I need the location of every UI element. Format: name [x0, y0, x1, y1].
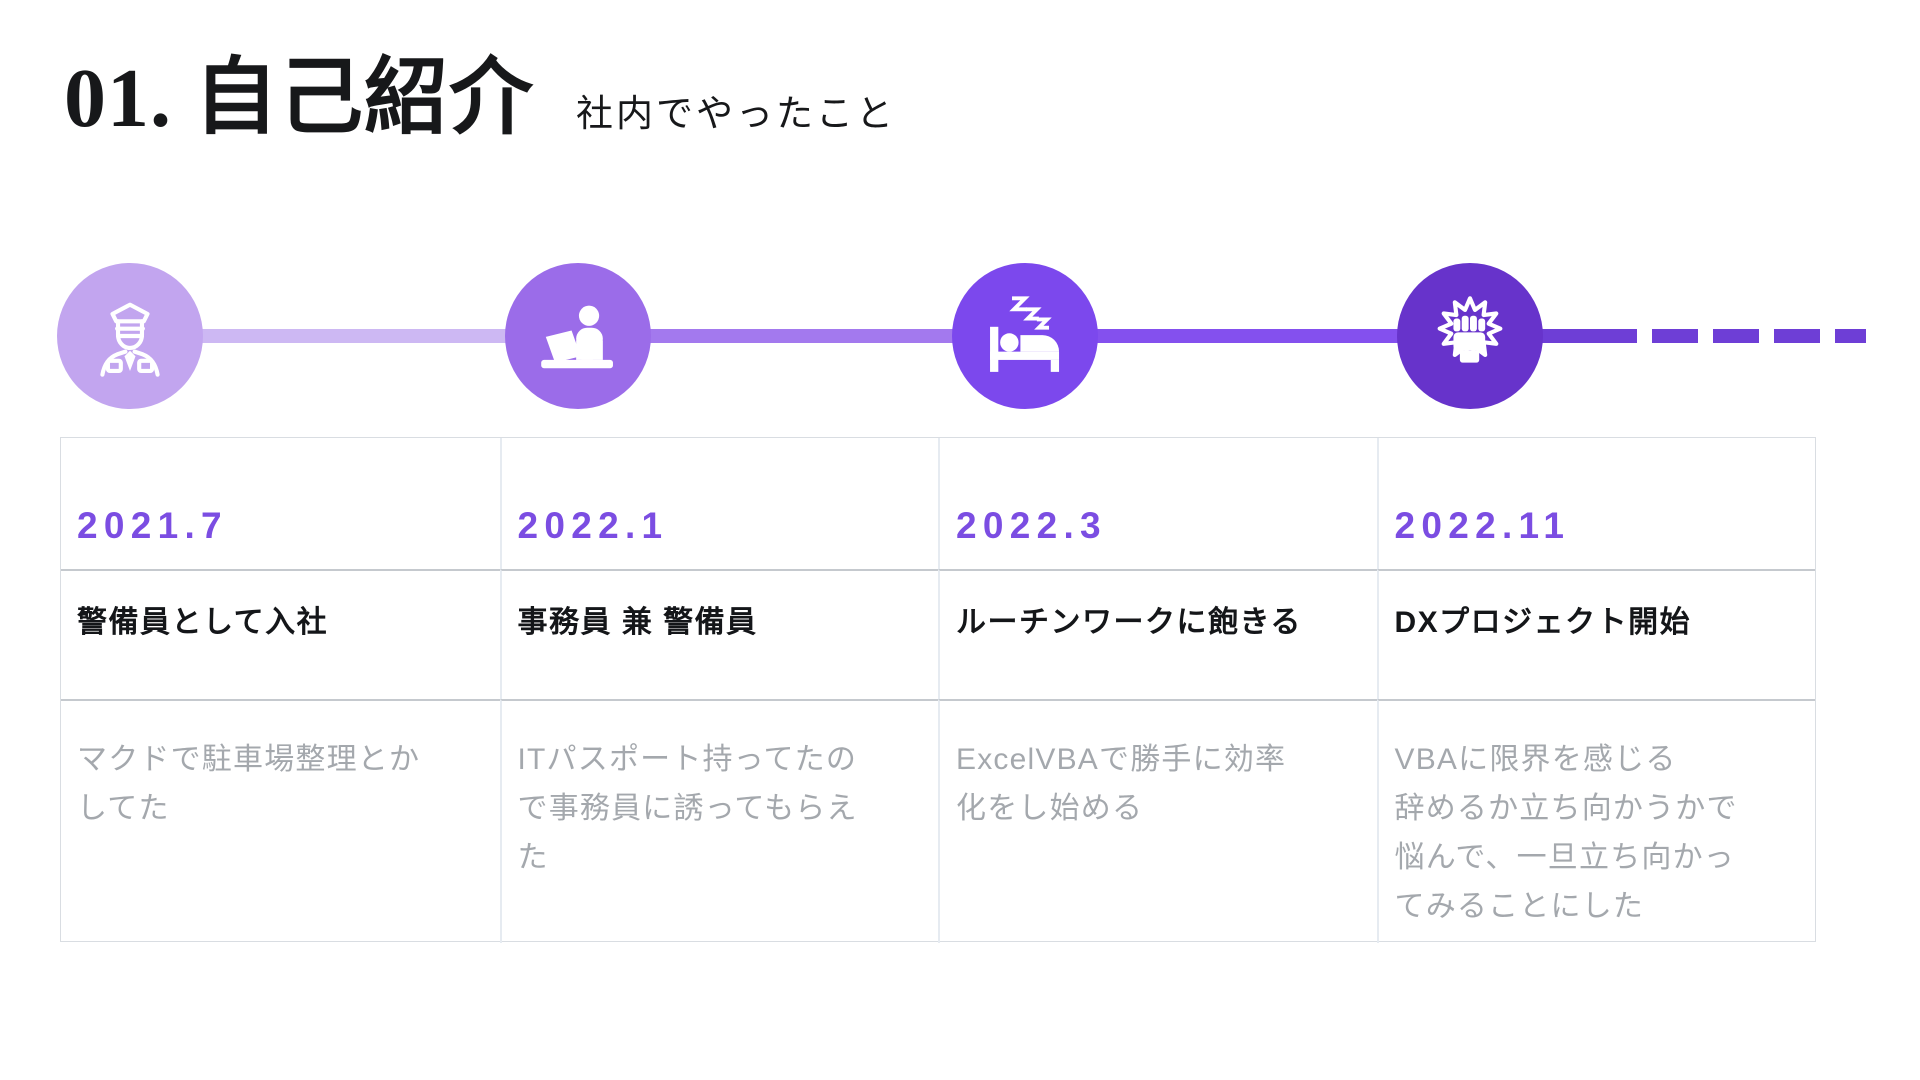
page-title: 01. 自己紹介	[64, 52, 535, 145]
timeline-node-2	[505, 263, 651, 409]
milestone-description-2: ITパスポート持ってたの で事務員に誘ってもらえ た	[499, 699, 938, 943]
date-2022-1: 2022.1	[499, 438, 939, 569]
milestone-heading-1: 警備員として入社	[61, 569, 500, 699]
security-guard-icon	[84, 290, 176, 382]
timeline-connector-3	[1026, 329, 1470, 343]
title-row: 01. 自己紹介 社内でやったこと	[64, 30, 896, 151]
timeline-node-4	[1397, 263, 1543, 409]
timeline-connector-2	[578, 329, 1026, 343]
milestone-description-1: マクドで駐車場整理とか してた	[61, 699, 500, 943]
fist-burst-icon	[1424, 290, 1516, 382]
sleeping-in-bed-icon	[979, 290, 1071, 382]
timeline-node-1	[57, 263, 203, 409]
page-subtitle: 社内でやったこと	[576, 94, 897, 135]
timeline-node-3	[952, 263, 1098, 409]
date-2022-11: 2022.11	[1376, 438, 1816, 569]
timeline-connector-1	[130, 329, 578, 343]
office-worker-laptop-icon	[532, 290, 624, 382]
date-2022-3: 2022.3	[938, 438, 1377, 569]
timeline-table: 2021.7 2022.1 2022.3 2022.11 警備員として入社 事務…	[60, 437, 1816, 943]
milestone-description-4: VBAに限界を感じる 辞めるか立ち向かうかで 悩んで、一旦立ち向かっ てみること…	[1376, 699, 1815, 943]
milestone-heading-4: DXプロジェクト開始	[1376, 569, 1815, 699]
milestone-description-3: ExcelVBAで勝手に効率 化をし始める	[938, 699, 1377, 943]
milestone-heading-3: ルーチンワークに飽きる	[938, 569, 1377, 699]
milestone-heading-2: 事務員 兼 警備員	[499, 569, 938, 699]
date-2021-7: 2021.7	[77, 505, 228, 546]
timeline-connector-4-dashed	[1652, 329, 1866, 343]
timeline-graphic	[0, 0, 1920, 420]
